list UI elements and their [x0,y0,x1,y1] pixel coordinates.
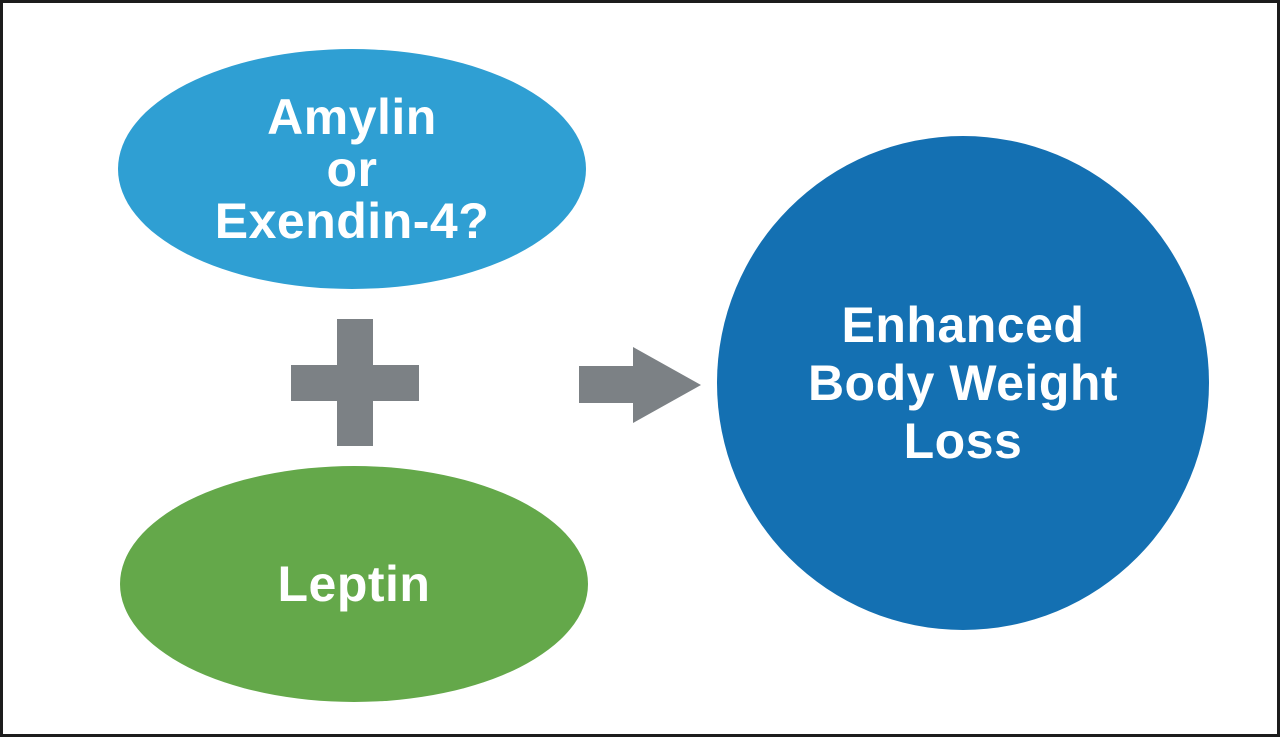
node-amylin-exendin-line-1: Amylin [267,89,437,145]
node-leptin: Leptin [120,466,588,702]
node-amylin-exendin: Amylin or Exendin-4? [118,49,586,289]
node-output-line-1: Enhanced [841,297,1085,353]
node-output-line-3: Loss [903,413,1023,469]
node-output-line-2: Body Weight [807,355,1119,411]
right-arrow-icon [579,366,635,403]
node-amylin-exendin-line-3: Exendin-4? [214,193,490,249]
plus-icon [291,365,419,401]
node-amylin-exendin-line-2: or [326,141,378,197]
node-enhanced-body-weight-loss: Enhanced Body Weight Loss [717,136,1209,630]
right-arrow-icon [633,347,701,423]
node-leptin-line-1: Leptin [277,556,431,612]
